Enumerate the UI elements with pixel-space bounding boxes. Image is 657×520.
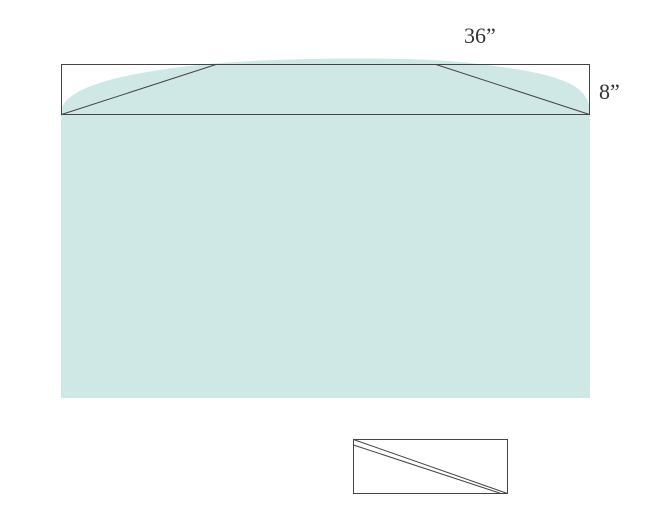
template-outline bbox=[353, 439, 508, 494]
corner-cut-outline bbox=[61, 64, 590, 115]
template-diagonal-line-offset bbox=[353, 444, 502, 494]
width-dimension-label: 36” bbox=[464, 23, 496, 48]
headboard-panel bbox=[61, 58, 590, 398]
height-dimension-label: 8” bbox=[599, 79, 620, 104]
cut-template-piece bbox=[353, 439, 508, 494]
right-corner-cut-line bbox=[435, 64, 590, 115]
left-corner-cut-line bbox=[61, 64, 217, 115]
template-diagonal-line bbox=[353, 439, 508, 494]
